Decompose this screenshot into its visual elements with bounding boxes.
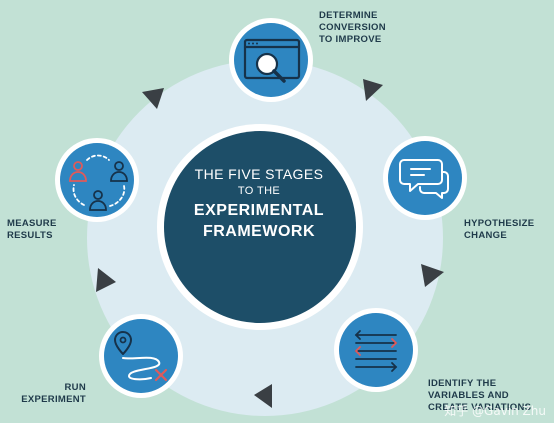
center-line-2: TO THE bbox=[237, 185, 281, 197]
speech-bubbles-icon bbox=[399, 159, 449, 199]
stage4-label: RUN EXPERIMENT bbox=[10, 382, 86, 406]
route-map-icon bbox=[114, 331, 168, 382]
stage5-node bbox=[55, 138, 139, 222]
stage5-label-line1: MEASURE bbox=[7, 218, 57, 229]
arrow-stage5-to-stage1 bbox=[142, 88, 164, 109]
stage1-label: DETERMINE CONVERSION TO IMPROVE bbox=[319, 10, 386, 46]
stage5-label-line2: RESULTS bbox=[7, 230, 53, 241]
variations-arrows-icon bbox=[354, 330, 398, 372]
center-title: THE FIVE STAGES TO THE EXPERIMENTAL FRAM… bbox=[169, 166, 349, 242]
stage5-label: MEASURE RESULTS bbox=[7, 218, 57, 242]
watermark: 知乎 @Gavin Zhu bbox=[444, 404, 546, 418]
stage2-node bbox=[383, 136, 467, 220]
stage4-circle bbox=[104, 319, 178, 393]
stage3-circle bbox=[339, 313, 413, 387]
stage3-label-line3: CREATE VARIATIONS bbox=[428, 402, 532, 413]
stage3-label-line1: IDENTIFY THE bbox=[428, 378, 497, 389]
stage4-node bbox=[99, 314, 183, 398]
magnifier-window-icon bbox=[243, 38, 301, 83]
stage1-label-line3: TO IMPROVE bbox=[319, 34, 382, 45]
stage1-node bbox=[229, 18, 313, 102]
arrow-stage3-to-stage4 bbox=[254, 384, 272, 408]
stage3-label-line2: VARIABLES AND bbox=[428, 390, 509, 401]
stage1-label-line2: CONVERSION bbox=[319, 22, 386, 33]
stage1-label-line1: DETERMINE bbox=[319, 10, 378, 21]
stage3-label: IDENTIFY THE VARIABLES AND CREATE VARIAT… bbox=[428, 378, 531, 414]
stage5-circle bbox=[60, 143, 134, 217]
stage4-label-line1: RUN bbox=[64, 382, 86, 393]
center-line-1: THE FIVE STAGES bbox=[194, 166, 324, 182]
stage2-label-line2: CHANGE bbox=[464, 230, 507, 241]
center-circle bbox=[164, 131, 356, 323]
arrow-stage2-to-stage3 bbox=[421, 264, 444, 287]
stage4-label-line2: EXPERIMENT bbox=[21, 394, 86, 405]
center-line-4: FRAMEWORK bbox=[202, 223, 316, 240]
stage3-node bbox=[334, 308, 418, 392]
arrow-stage1-to-stage2 bbox=[363, 79, 383, 101]
stage2-label-line1: HYPOTHESIZE bbox=[464, 218, 535, 229]
stage2-label: HYPOTHESIZE CHANGE bbox=[464, 218, 534, 242]
center-line-3: EXPERIMENTAL bbox=[193, 202, 325, 219]
users-cycle-icon bbox=[69, 154, 128, 211]
arrow-stage4-to-stage5 bbox=[96, 268, 116, 292]
